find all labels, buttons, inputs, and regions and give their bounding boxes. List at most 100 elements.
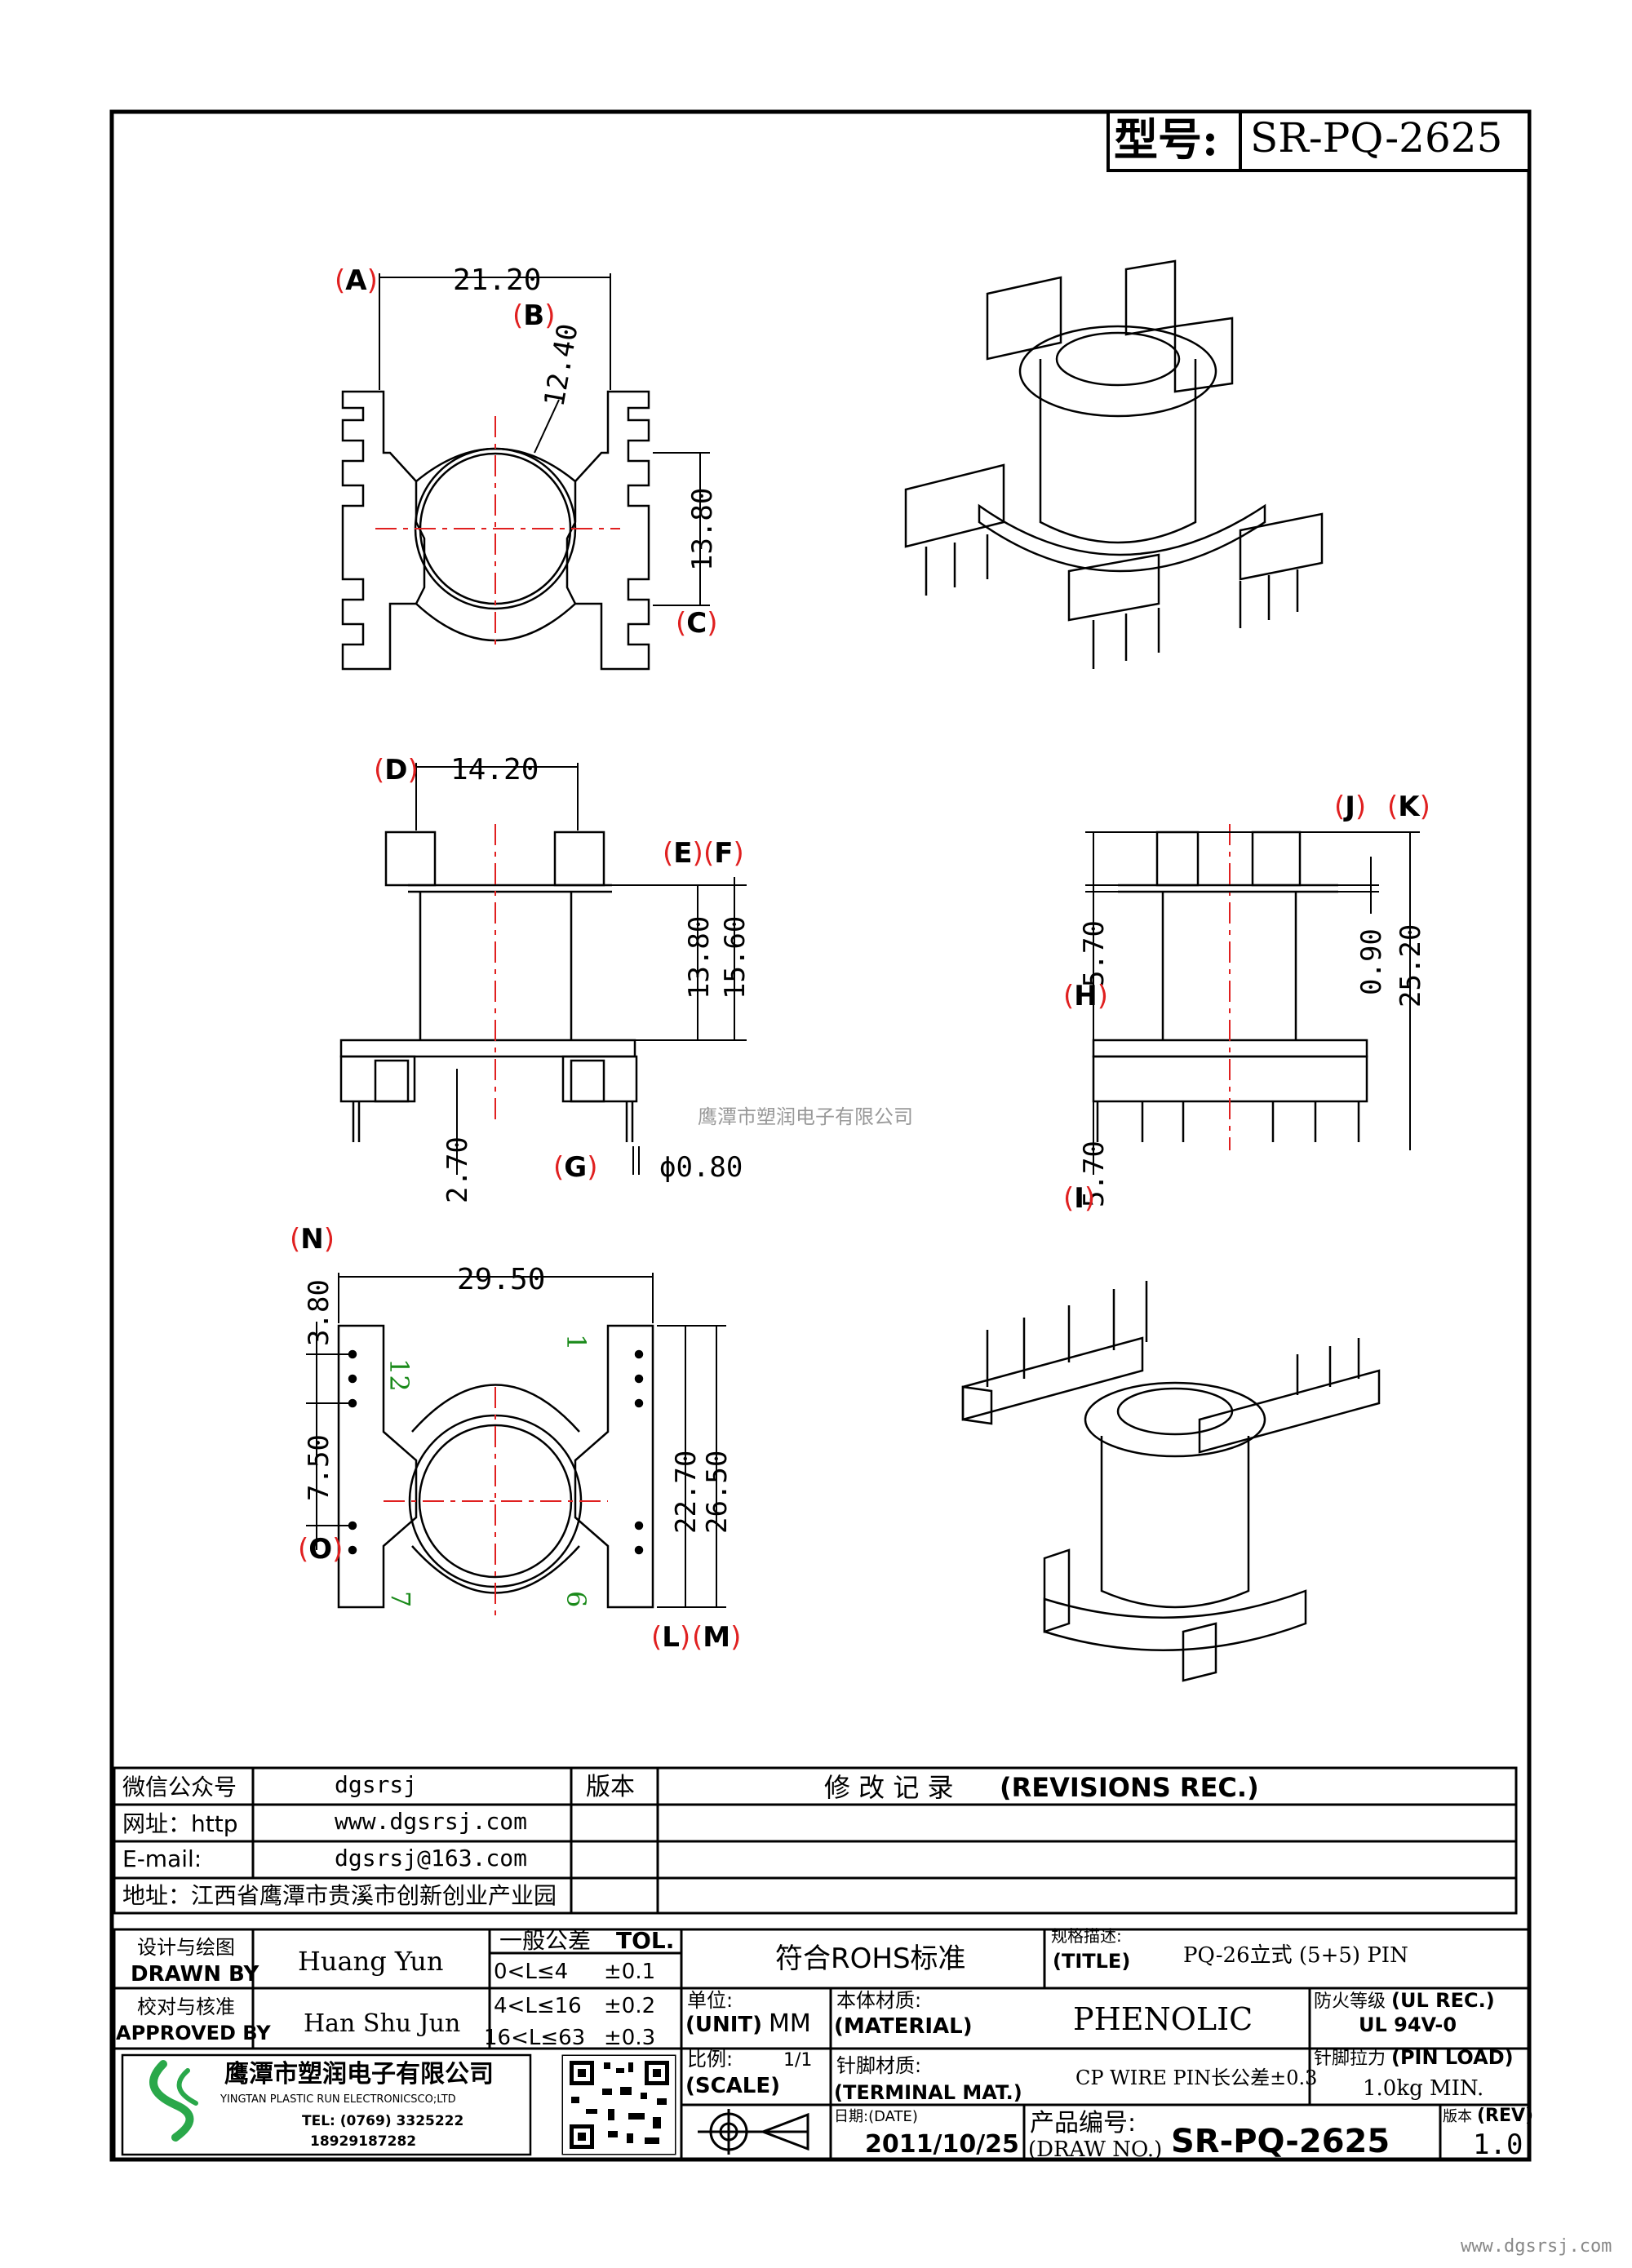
unit-cn: 单位: [687,1989,733,2012]
dim-0-80: ϕ0.80 [659,1151,743,1184]
contact-web-label: 网址：http [122,1810,237,1837]
terminal-value: CP WIRE PIN长公差±0.3 [1075,2066,1317,2089]
iso-view-bottom [961,1281,1381,1682]
front-view [339,831,638,1142]
drawno-en: (DRAW NO.) [1028,2137,1162,2162]
marker-e: (E) [663,837,703,870]
contact-wechat-label: 微信公众号 [122,1774,237,1801]
bottom-view-dims [306,1273,726,1608]
revisions-en: (REVISIONS REC.) [1000,1772,1259,1803]
approver: Han Shu Jun [304,2009,460,2038]
company-mobile: 18929187282 [310,2133,416,2150]
dim-26-50: 26.50 [701,1451,734,1534]
designer: Huang Yun [298,1946,443,1977]
drawno-value: SR-PQ-2625 [1171,2123,1390,2160]
pinload-cn: 针脚拉力 [1314,2049,1386,2069]
marker-j: (J) [1334,791,1366,823]
top-view-dims [379,273,710,606]
design-en: DRAWN BY [131,1962,259,1987]
material-cn: 本体材质: [836,1989,921,2012]
contact-address: 地址：江西省鹰潭市贵溪市创新创业产业园 [122,1882,557,1909]
scale-en: (SCALE) [685,2074,780,2098]
contact-wechat-value: dgsrsj [335,1771,417,1798]
version-header: 版本 [586,1773,635,1801]
qr-code [563,2056,675,2154]
iso-view-top [904,259,1324,669]
marker-n: (N) [290,1223,335,1256]
dim-21-20: 21.20 [453,264,541,297]
material-en: (MATERIAL) [834,2014,973,2039]
dim-14-20: 14.20 [450,753,539,786]
dim-13-80-side: 13.80 [683,916,716,999]
dim-15-60: 15.60 [719,916,752,999]
spec-cn: 规格描述: [1051,1926,1122,1946]
marker-b: (B) [512,299,555,332]
company-en: YINGTAN PLASTIC RUN ELECTRONICSCO;LTD [220,2093,456,2106]
date-cn: 日期:(DATE) [834,2108,918,2125]
sheet-border [109,109,1532,2162]
marker-group: (A)(B)(C)(D)(E)(F)(G)(H)(I)(J)(K)(L)(M)(… [290,264,1430,1654]
marker-d: (D) [374,754,419,786]
material-value: PHENOLIC [1073,2001,1253,2037]
rohs: 符合ROHS标准 [775,1942,966,1975]
dim-7-50: 7.50 [303,1434,335,1501]
revisions-cn: 修 改 记 录 [824,1772,954,1803]
fire-en: (UL REC.) [1391,1989,1495,2012]
pin-label-1: 1 [561,1334,592,1350]
pin-label-12: 12 [384,1358,415,1392]
side-view-dims [1085,831,1420,1175]
bottom-view-centerlines [384,1387,608,1615]
fire-value: UL 94V-0 [1359,2013,1457,2036]
design-cn: 设计与绘图 [137,1936,235,1959]
model-value: SR-PQ-2625 [1250,114,1502,162]
model-box: 型号: SR-PQ-2625 [1106,110,1531,172]
marker-m: (M) [692,1621,741,1654]
drawno-cn: 产品编号: [1030,2109,1136,2137]
top-view-centerlines [375,416,620,645]
fire-cn: 防火等级 [1314,1991,1386,2012]
title-table [113,1928,1531,2161]
terminal-en: (TERMINAL MAT.) [834,2081,1022,2104]
marker-c: (C) [676,607,717,640]
scale-value: 1/1 [783,2050,812,2071]
company-logo [121,2053,532,2156]
contact-table [113,1766,1518,1915]
dim-22-70: 22.70 [670,1451,703,1534]
approve-en: APPROVED BY [116,2022,271,2044]
rev-value: 1.0 [1473,2128,1523,2161]
terminal-cn: 针脚材质: [836,2054,921,2077]
contact-email-label: E-mail: [122,1845,202,1872]
rev-en: (REV) [1477,2106,1533,2126]
approve-cn: 校对与核准 [137,1996,235,2018]
model-label: 型号: [1114,113,1218,166]
company-tel: TEL: (0769) 3325222 [302,2113,463,2129]
tol-val-3: ±0.3 [604,2026,655,2050]
date-value: 2011/10/25 [865,2130,1019,2159]
marker-l: (L) [651,1621,690,1654]
marker-i: (I) [1063,1182,1095,1215]
pinload-value: 1.0kg MIN. [1363,2076,1483,2101]
projection-symbol-icon [698,2109,809,2155]
tol-range-2: 4<L≤16 [494,1994,582,2018]
logo-swirl-icon [149,2060,194,2142]
marker-f: (F) [703,837,744,870]
contact-email-value[interactable]: dgsrsj@163.com [335,1845,527,1872]
dim-13-80-top: 13.80 [686,488,719,571]
contact-web-value[interactable]: www.dgsrsj.com [335,1808,527,1835]
company-cn: 鹰潭市塑润电子有限公司 [224,2060,494,2089]
tol-val-2: ±0.2 [604,1994,655,2018]
dim-29-50: 29.50 [457,1263,545,1296]
scale-cn: 比例: [687,2048,733,2071]
dim-5-70-a: 5.70 [1078,920,1111,987]
footer-url: www.dgsrsj.com [1461,2236,1612,2257]
dim-3-80: 3.80 [303,1279,335,1346]
watermark: 鹰潭市塑润电子有限公司 [698,1105,913,1128]
tol-val-1: ±0.1 [604,1960,655,1984]
pinload-en: (PIN LOAD) [1391,2046,1514,2069]
tol-range-3: 16<L≤63 [484,2026,585,2050]
marker-h: (H) [1063,980,1108,1012]
dim-2-70: 2.70 [441,1136,474,1203]
dim-5-70-b: 5.70 [1078,1141,1111,1207]
marker-o: (O) [298,1533,343,1566]
